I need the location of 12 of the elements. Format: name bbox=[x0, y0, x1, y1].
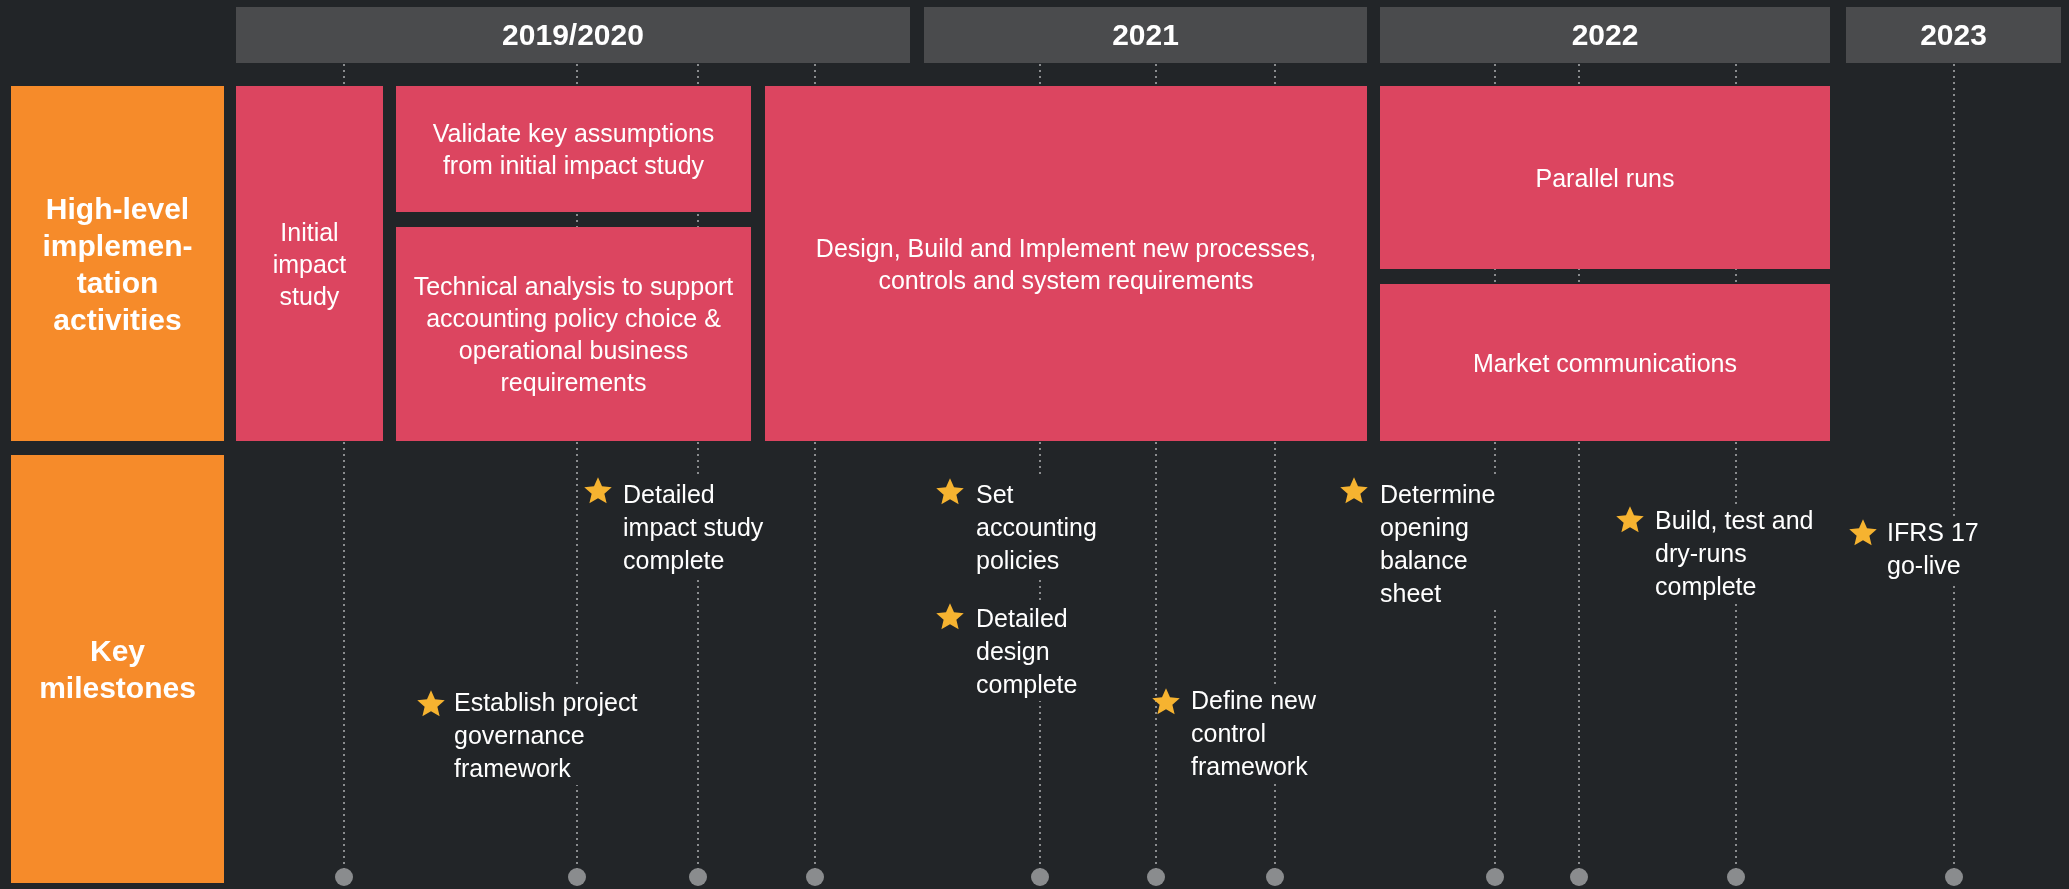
year-header-bar: 2022 bbox=[1380, 7, 1830, 63]
activity-bar: Parallel runs bbox=[1380, 86, 1830, 269]
year-header-bar: 2019/2020 bbox=[236, 7, 910, 63]
year-header-bar: 2023 bbox=[1846, 7, 2061, 63]
activity-bar: Market communications bbox=[1380, 284, 1830, 441]
activity-bar: Technical analysis to support accounting policy choice & operational business requirements bbox=[396, 227, 751, 441]
activity-bar: Validate key assumptions from initial impact study bbox=[396, 86, 751, 212]
activity-bar: Design, Build and Implement new processes, controls and system requirements bbox=[765, 86, 1367, 441]
row-header: High-level implemen-tation activities bbox=[11, 86, 224, 441]
activity-bar: Initial impact study bbox=[236, 86, 383, 441]
year-header-bar: 2021 bbox=[924, 7, 1367, 63]
row-header: Key milestones bbox=[11, 455, 224, 883]
